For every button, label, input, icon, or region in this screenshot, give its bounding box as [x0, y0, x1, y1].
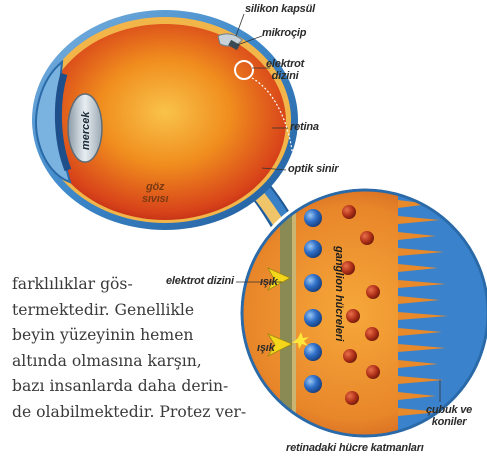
electrode-label-line2: dizini	[272, 70, 299, 82]
body-line: altında olmasına karşın,	[12, 349, 252, 375]
light-label-1: ışık	[260, 276, 278, 288]
body-line: farklılıklar gös-	[12, 272, 252, 298]
body-line: de olabilmektedir. Protez ver-	[12, 400, 252, 426]
rods-cones-label: çubuk ve koniler	[426, 404, 472, 428]
vitreous-label-line1: göz	[146, 181, 164, 193]
body-line: bazı insanlarda daha derin-	[12, 374, 252, 400]
body-line: beyin yüzeyinin hemen	[12, 323, 252, 349]
light-label-2: ışık	[257, 342, 275, 354]
retina-label: retina	[290, 121, 319, 133]
vitreous-label: göz sıvısı	[142, 181, 168, 205]
electrode-label-line1: elektrot	[266, 58, 304, 70]
rods-cones-line1: çubuk ve	[426, 404, 472, 416]
optic-nerve-label: optik sinir	[288, 163, 338, 175]
vitreous-label-line2: sıvısı	[142, 193, 168, 205]
electrode-array-label: elektrot dizini	[266, 58, 304, 82]
microchip-label: mikroçip	[262, 27, 306, 39]
body-text: farklılıklar gös- termektedir. Genellikl…	[12, 272, 252, 425]
silicon-capsule-label: silikon kapsül	[245, 3, 315, 15]
rods-cones-line2: koniler	[432, 416, 467, 428]
ganglion-label: ganglion hücreleri	[333, 245, 345, 342]
lens-label: mercek	[80, 111, 92, 150]
cell-layers-caption: retinadaki hücre katmanları	[286, 442, 424, 454]
body-line: termektedir. Genellikle	[12, 298, 252, 324]
